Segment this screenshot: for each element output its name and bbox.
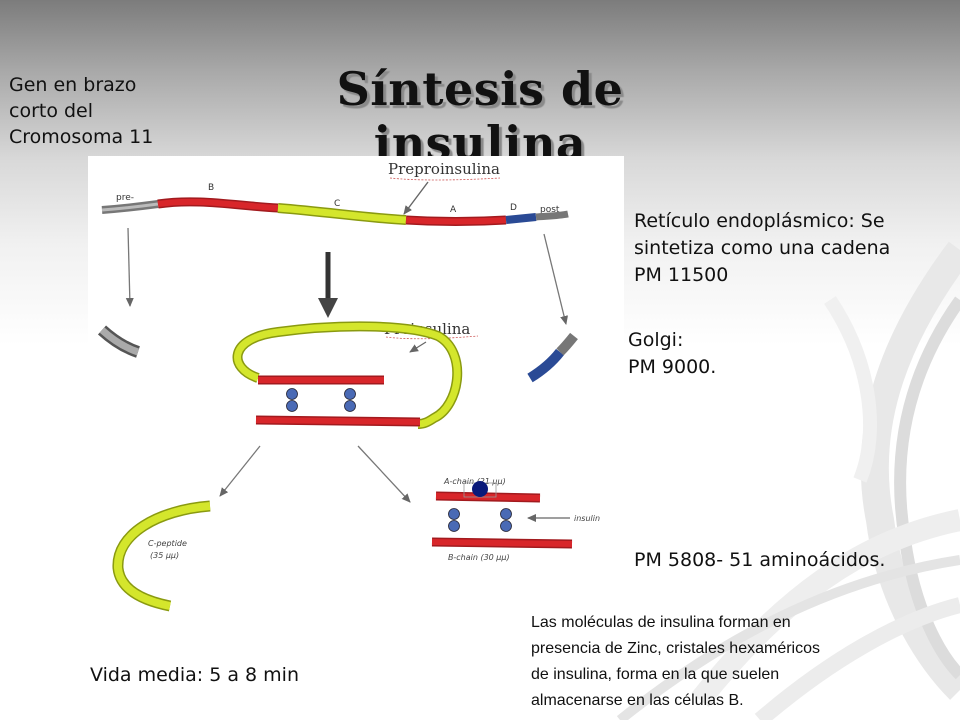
gene-note-line: Cromosoma 11	[9, 126, 154, 148]
segment-b-fill	[157, 198, 279, 211]
proinsulin-c-loop-fill	[234, 322, 461, 428]
segment-pre-highlight	[101, 202, 159, 212]
segment-c-fill	[277, 204, 407, 224]
insulin-arrow	[357, 445, 411, 503]
gene-note-line: corto del	[9, 100, 94, 122]
crystals-note-line: almacenarse en las células B.	[531, 692, 744, 709]
proinsulin-disulfide-bonds	[286, 388, 356, 412]
crystals-note-line: Las moléculas de insulina forman en	[531, 614, 791, 631]
golgi-note-line: Golgi:	[628, 329, 684, 351]
golgi-note-line: PM 9000.	[628, 356, 717, 378]
segment-d	[505, 213, 537, 224]
preproinsulin-pointer-arrow	[403, 181, 429, 215]
er-note: Retículo endoplásmico: Se sintetiza como…	[634, 208, 954, 289]
b-chain-label: B-chain (30 μμ)	[448, 553, 510, 562]
proinsulin-b-chain-fill	[255, 417, 421, 425]
gene-location-note: Gen en brazo corto del Cromosoma 11	[9, 72, 209, 150]
er-note-line: PM 11500	[634, 264, 729, 286]
segment-post	[535, 210, 569, 221]
segment-pre-label: pre-	[116, 193, 134, 203]
label-underline	[389, 177, 501, 181]
half-life-note: Vida media: 5 a 8 min	[90, 664, 299, 686]
label-underline	[385, 335, 479, 340]
preproinsulin-label: Preproinsulina	[388, 160, 500, 178]
c-peptide-size-label: (35 μμ)	[150, 551, 179, 560]
insulin-synthesis-diagram: Preproinsulina pre- B C A D post Proinsu…	[88, 156, 624, 616]
segment-post-label: post	[540, 205, 560, 215]
segment-a-fill	[405, 217, 507, 225]
a-chain-label: A-chain (21 μμ)	[443, 477, 506, 486]
post-cleavage-arrow	[543, 233, 568, 325]
c-peptide-chain-fill	[113, 502, 211, 610]
golgi-note: Golgi: PM 9000.	[628, 327, 828, 381]
crystals-note: Las moléculas de insulina forman en pres…	[531, 610, 951, 714]
insulin-pm-note: PM 5808- 51 aminoácidos.	[634, 549, 886, 571]
er-note-line: sintetiza como una cadena	[634, 237, 891, 259]
segment-b-label: B	[208, 183, 214, 193]
proinsulin-pointer-arrow	[409, 341, 427, 353]
zinc-ion	[472, 481, 488, 497]
slide-title: Síntesis de insulina	[336, 62, 624, 170]
cleaved-post-fragment-grey	[556, 332, 578, 356]
insulin-b-chain-fill	[431, 539, 573, 547]
gene-note-line: Gen en brazo	[9, 74, 137, 96]
diagram-svg: Preproinsulina pre- B C A D post Proinsu…	[97, 160, 600, 612]
insulin-label: insulin	[574, 514, 600, 523]
c-peptide-label: C-peptide	[148, 539, 187, 548]
cleaved-pre-fragment-fill	[99, 327, 140, 356]
segment-a-label: A	[450, 205, 457, 215]
insulin-disulfide-bonds	[448, 508, 512, 532]
segment-d-label: D	[510, 203, 517, 213]
cleaved-post-fragment-blue	[527, 348, 564, 383]
segment-c-label: C	[334, 199, 340, 209]
crystals-note-line: de insulina, forma en la que suelen	[531, 666, 780, 683]
crystals-note-line: presencia de Zinc, cristales hexaméricos	[531, 640, 821, 657]
signal-cleavage-arrow	[125, 227, 134, 307]
er-note-line: Retículo endoplásmico: Se	[634, 210, 885, 232]
c-peptide-arrow	[219, 445, 261, 497]
